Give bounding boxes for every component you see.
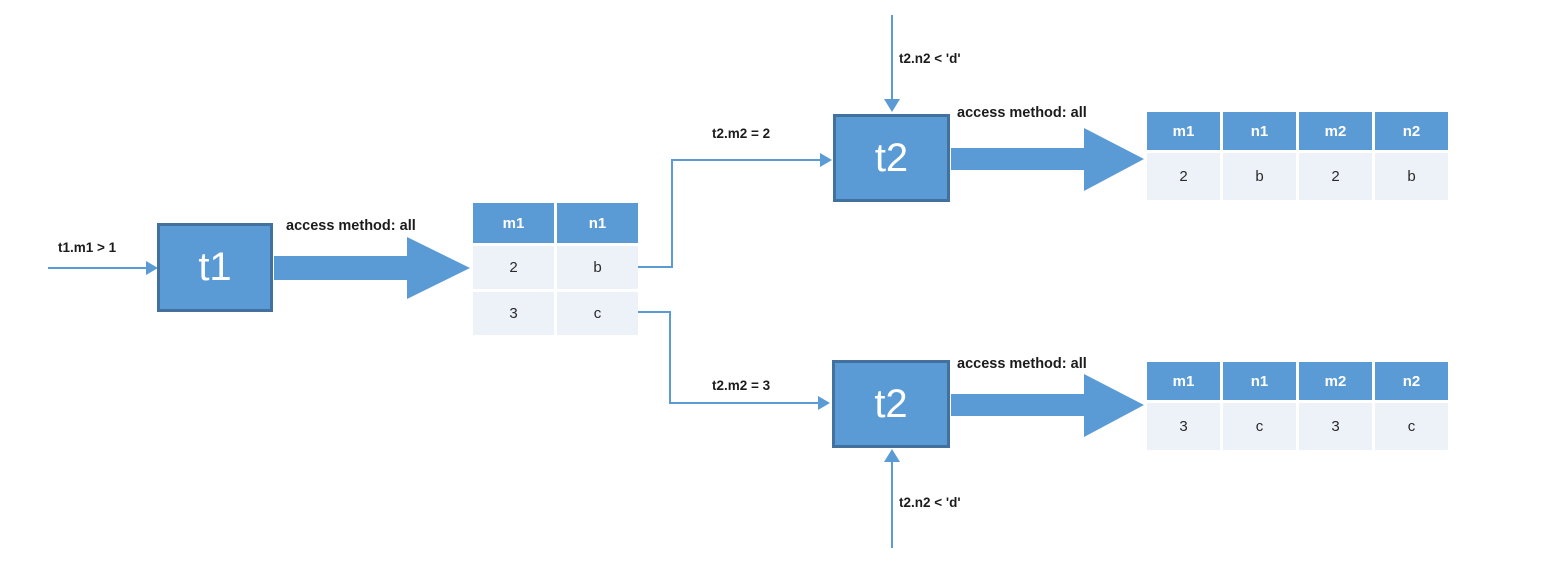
column-header: n1 xyxy=(557,203,638,243)
t2-top-operator-box: t2 xyxy=(833,114,950,202)
table-cell: 3 xyxy=(1147,403,1220,450)
column-header: m1 xyxy=(473,203,554,243)
table-cell: b xyxy=(1375,153,1448,200)
column-header: n2 xyxy=(1375,362,1448,400)
scan-result-table: m1 n1 2 b 3 c xyxy=(470,200,641,338)
table-cell: 2 xyxy=(473,246,554,289)
table-header-row: m1 n1 xyxy=(473,203,638,243)
t1-input-arrow xyxy=(48,261,158,275)
table-cell: b xyxy=(557,246,638,289)
table-row: 3 c xyxy=(473,292,638,335)
t2-top-output-block-arrow xyxy=(951,128,1144,191)
t2-top-filter-label: t2.n2 < 'd' xyxy=(899,51,961,66)
join-result-table-top: m1 n1 m2 n2 2 b 2 b xyxy=(1144,109,1451,203)
table-header-row: m1 n1 m2 n2 xyxy=(1147,362,1448,400)
t2-bottom-filter-arrow xyxy=(884,449,900,548)
table-cell: 3 xyxy=(473,292,554,335)
table-row: 2 b 2 b xyxy=(1147,153,1448,200)
t2-bottom-output-block-arrow xyxy=(951,374,1144,437)
table-cell: 3 xyxy=(1299,403,1372,450)
t2-top-access-method-label: access method: all xyxy=(957,105,1087,121)
table-header-row: m1 n1 m2 n2 xyxy=(1147,112,1448,150)
column-header: m1 xyxy=(1147,362,1220,400)
t1-access-method-label: access method: all xyxy=(286,218,416,234)
t2-bottom-access-method-label: access method: all xyxy=(957,356,1087,372)
t2-bottom-operator-label: t2 xyxy=(874,381,908,426)
join-connector-top xyxy=(636,153,832,268)
t2-top-filter-arrow xyxy=(884,15,900,112)
join-result-table-bottom: m1 n1 m2 n2 3 c 3 c xyxy=(1144,359,1451,453)
table-row: 2 b xyxy=(473,246,638,289)
column-header: n1 xyxy=(1223,362,1296,400)
join-connector-bottom xyxy=(636,311,830,410)
table-cell: 2 xyxy=(1299,153,1372,200)
table-cell: c xyxy=(557,292,638,335)
t1-operator-label: t1 xyxy=(198,245,232,289)
column-header: n1 xyxy=(1223,112,1296,150)
column-header: m2 xyxy=(1299,112,1372,150)
column-header: m2 xyxy=(1299,362,1372,400)
join-condition-top-label: t2.m2 = 2 xyxy=(712,126,771,141)
t2-bottom-filter-label: t2.n2 < 'd' xyxy=(899,495,961,510)
t1-operator-box: t1 xyxy=(157,223,273,312)
table-cell: 2 xyxy=(1147,153,1220,200)
table-cell: c xyxy=(1375,403,1448,450)
t1-filter-label: t1.m1 > 1 xyxy=(58,240,117,255)
column-header: m1 xyxy=(1147,112,1220,150)
t2-bottom-operator-box: t2 xyxy=(832,360,950,448)
table-cell: c xyxy=(1223,403,1296,450)
t1-output-block-arrow xyxy=(274,237,470,299)
t2-top-operator-label: t2 xyxy=(874,135,909,180)
table-cell: b xyxy=(1223,153,1296,200)
join-condition-bottom-label: t2.m2 = 3 xyxy=(712,378,771,393)
column-header: n2 xyxy=(1375,112,1448,150)
table-row: 3 c 3 c xyxy=(1147,403,1448,450)
